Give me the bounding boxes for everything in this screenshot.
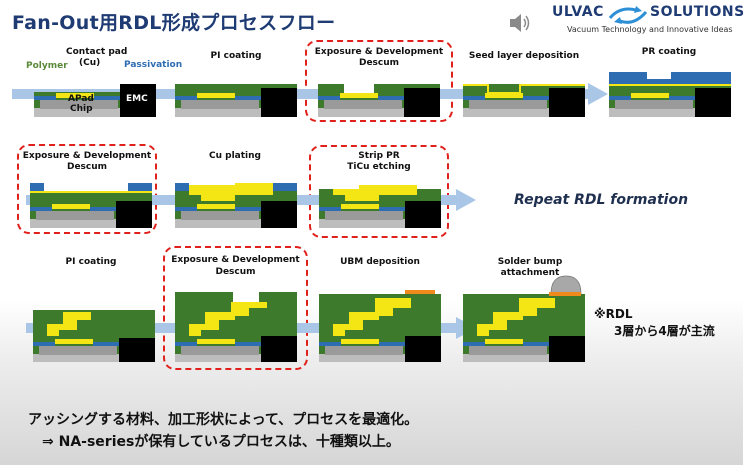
process-panel xyxy=(463,84,585,117)
step-label: Exposure & Development xyxy=(171,255,300,265)
step-label: PR coating xyxy=(641,47,697,57)
step-label: Descum xyxy=(215,267,256,277)
highlight-frame xyxy=(309,145,449,238)
highlight-frame xyxy=(163,246,308,370)
step-label: Descum xyxy=(66,162,108,172)
process-panel xyxy=(175,183,297,228)
logo-tagline: Vacuum Technology and Innovative Ideas xyxy=(567,25,733,34)
bottom-text-line2: ⇒ NA-seriesが保有しているプロセスは、十種類以上。 xyxy=(42,434,400,450)
repeat-rdl-text: Repeat RDL formation xyxy=(514,192,689,208)
step-label: TiCu etching xyxy=(347,162,411,172)
process-panel xyxy=(319,290,441,362)
label-contact-pad: Contact pad xyxy=(66,47,128,57)
process-panel xyxy=(319,183,441,228)
label-polymer: Polymer xyxy=(26,61,68,71)
process-panel xyxy=(33,310,155,362)
flow-arrow xyxy=(12,89,588,99)
step-label: PI coating xyxy=(210,51,262,61)
step-label: Strip PR xyxy=(358,151,400,161)
step-label: Exposure & Development xyxy=(314,47,444,57)
step-label: Descum xyxy=(358,58,400,68)
logo-solutions: SOLUTIONS xyxy=(650,4,743,20)
process-panel xyxy=(175,292,297,362)
step-label: PI coating xyxy=(65,257,117,267)
process-panel-initial xyxy=(34,84,156,117)
step-label: Seed layer deposition xyxy=(468,51,580,61)
label-contact-pad-material: (Cu) xyxy=(79,58,101,68)
label-apad: APad xyxy=(68,94,94,104)
label-chip: Chip xyxy=(70,104,93,114)
flow-arrow xyxy=(456,189,476,211)
step-label: Exposure & Development xyxy=(22,151,152,161)
rdl-note-line2: 3層から4層が主流 xyxy=(614,324,715,338)
step-label: UBM deposition xyxy=(340,257,420,267)
rdl-note-line1: ※RDL xyxy=(594,307,633,321)
step-label: attachment xyxy=(500,268,560,278)
logo-ulvac: ULVAC xyxy=(552,4,604,20)
ulvac-swirl-icon xyxy=(606,4,650,26)
label-emc: EMC xyxy=(126,94,148,104)
process-panel xyxy=(30,183,152,228)
step-label: Solder bump xyxy=(497,257,563,267)
highlight-frame xyxy=(305,40,453,122)
page-title: Fan-Out用RDL形成プロセスフロー xyxy=(12,12,336,34)
highlight-frame xyxy=(17,144,157,234)
process-panel xyxy=(318,84,440,117)
label-passivation: Passivation xyxy=(124,60,183,70)
process-panel xyxy=(175,84,297,117)
step-label: Cu plating xyxy=(209,151,261,161)
process-panel xyxy=(609,72,731,117)
process-panel xyxy=(463,274,585,362)
bottom-text-line1: アッシングする材料、加工形状によって、プロセスを最適化。 xyxy=(28,412,419,428)
flow-arrow xyxy=(588,83,608,105)
speaker-icon[interactable] xyxy=(508,12,532,34)
